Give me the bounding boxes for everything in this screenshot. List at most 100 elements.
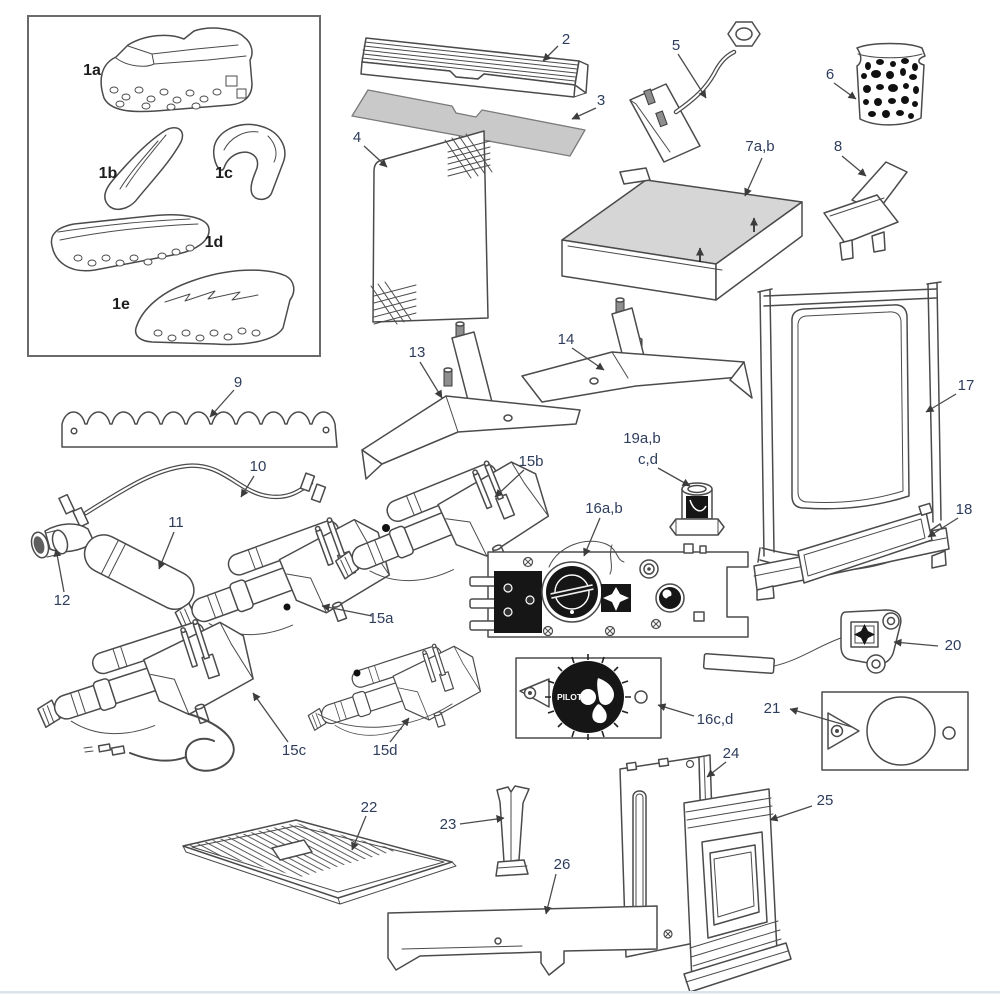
part-15c-igniter-wire xyxy=(83,713,235,772)
leader-9 xyxy=(209,389,235,418)
part-1b-log xyxy=(104,127,184,210)
leader-26 xyxy=(543,873,557,915)
part-15a-orifice-dot xyxy=(283,603,291,611)
leader-15a xyxy=(321,603,373,617)
leader-24 xyxy=(706,761,727,778)
leader-19 xyxy=(657,467,691,487)
callout-16ab: 16a,b xyxy=(585,500,623,517)
leader-21 xyxy=(789,707,853,728)
leader-lines xyxy=(53,45,959,915)
part-16cd-valve-faceplate: PILOT xyxy=(515,654,662,740)
callout-9: 9 xyxy=(234,374,242,391)
callout-19-line2: c,d xyxy=(638,451,658,468)
pilot-dial-text: PILOT xyxy=(557,692,583,702)
leader-15c xyxy=(252,692,289,743)
callout-22: 22 xyxy=(361,799,378,816)
leader-16ab xyxy=(583,517,601,557)
part-1e-log xyxy=(134,269,295,346)
part-7-firebox-base xyxy=(561,167,803,301)
leader-12 xyxy=(53,548,65,593)
leader-3 xyxy=(571,107,597,120)
callout-18: 18 xyxy=(956,501,973,518)
leader-15d xyxy=(389,717,410,743)
bottom-rule xyxy=(0,991,1000,994)
leader-18 xyxy=(927,517,959,538)
leader-15b xyxy=(494,469,525,498)
part-22-top-panel xyxy=(182,819,457,905)
leader-22 xyxy=(351,815,367,851)
callout-1a: 1a xyxy=(83,62,101,79)
part-15c-burner-assembly xyxy=(25,606,266,771)
leader-20 xyxy=(893,638,939,647)
callout-labels: 1a 1b 1c 1d 1e 2 3 4 5 6 7a,b 8 9 10 11 … xyxy=(54,31,975,873)
callout-1b: 1b xyxy=(99,165,118,182)
callout-8: 8 xyxy=(834,138,842,155)
leader-14 xyxy=(571,347,605,371)
callout-15d: 15d xyxy=(372,742,397,759)
callout-6: 6 xyxy=(826,66,834,83)
part-15b-orifice-dot xyxy=(382,524,390,532)
callout-15c: 15c xyxy=(282,742,307,759)
part-20-piezo-bracket xyxy=(702,609,902,675)
part-25-door-panel xyxy=(683,788,792,993)
part-16ab-gas-valve xyxy=(469,540,749,638)
part-8-bracket xyxy=(823,161,908,261)
part-6-ember-bag xyxy=(856,42,926,126)
callout-13: 13 xyxy=(409,344,426,361)
callout-17: 17 xyxy=(958,377,975,394)
part-15d-orifice-dot xyxy=(353,669,361,677)
callout-10: 10 xyxy=(250,458,267,475)
callout-2: 2 xyxy=(562,31,570,48)
callout-23: 23 xyxy=(440,816,457,833)
part-1-log-set-group xyxy=(27,15,321,357)
callout-26: 26 xyxy=(554,856,571,873)
callout-24: 24 xyxy=(723,745,740,762)
leader-2 xyxy=(542,45,559,62)
part-1a-front-log xyxy=(100,27,253,113)
leader-7 xyxy=(744,157,763,197)
callout-5: 5 xyxy=(672,37,680,54)
callout-21: 21 xyxy=(764,700,781,717)
part-5-gas-supply-line xyxy=(629,21,761,163)
callout-11: 11 xyxy=(168,514,184,531)
callout-25: 25 xyxy=(817,792,834,809)
part-26-bottom-panel xyxy=(387,905,658,976)
callout-1e: 1e xyxy=(112,296,130,313)
callout-15a: 15a xyxy=(368,610,394,627)
valve-flow-symbol xyxy=(603,587,629,611)
part-14-bracket-plate xyxy=(521,297,753,403)
part-21-access-plate xyxy=(821,691,969,771)
pilot-dial: PILOT xyxy=(545,654,631,740)
leader-25 xyxy=(769,805,813,822)
callout-14: 14 xyxy=(558,331,575,348)
part-1d-log xyxy=(50,214,210,272)
part-19-orifice-fitting xyxy=(669,482,725,536)
part-10-wire-harness xyxy=(58,463,327,528)
part-9-ember-retainer xyxy=(61,411,338,448)
callout-1d: 1d xyxy=(205,234,224,251)
callout-4: 4 xyxy=(353,129,361,146)
part-4-glass-panel xyxy=(370,130,493,325)
part-1c-log xyxy=(212,123,286,201)
part-13-bracket-plate xyxy=(361,321,581,480)
leader-11 xyxy=(158,531,175,570)
leader-8 xyxy=(841,155,867,177)
leader-10 xyxy=(240,475,255,498)
part-15d-pipe-sweep xyxy=(317,703,453,728)
callout-12: 12 xyxy=(54,592,71,609)
callout-7ab: 7a,b xyxy=(745,138,774,155)
callout-15b: 15b xyxy=(518,453,543,470)
callout-20: 20 xyxy=(945,637,962,654)
leader-4 xyxy=(363,145,388,168)
callout-3: 3 xyxy=(597,92,605,109)
leader-6 xyxy=(833,82,857,100)
dial-flame-cutout xyxy=(597,678,615,705)
callout-1c: 1c xyxy=(215,165,233,182)
leader-16cd xyxy=(657,703,695,717)
leader-17 xyxy=(925,393,957,413)
leader-13 xyxy=(419,361,443,399)
part-23-leg xyxy=(495,785,530,877)
leader-5 xyxy=(677,53,707,99)
part-18-bottom-louver xyxy=(797,502,933,584)
